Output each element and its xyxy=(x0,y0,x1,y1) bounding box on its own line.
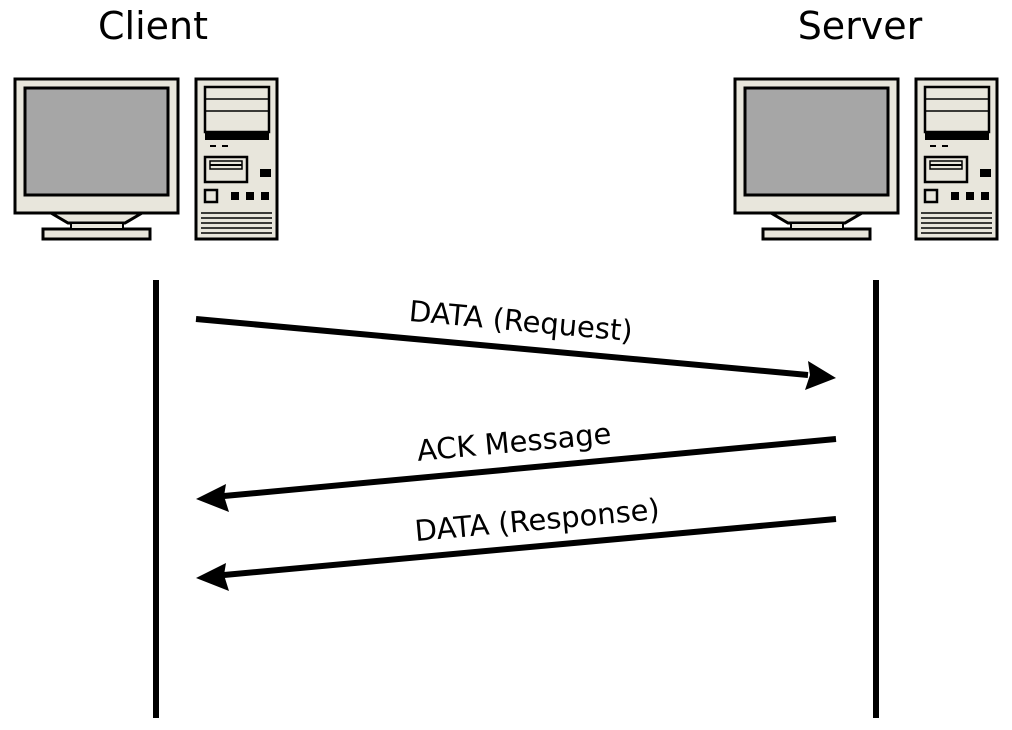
arrowhead-left-icon xyxy=(196,484,229,512)
message-ack: ACK Message xyxy=(196,416,837,512)
message-request: DATA (Request) xyxy=(195,294,836,390)
request-arrow-line xyxy=(195,316,809,378)
desktop-computer-icon xyxy=(733,77,999,241)
server-node: Server xyxy=(733,4,999,718)
server-label: Server xyxy=(798,4,923,48)
client-label: Client xyxy=(98,4,208,48)
response-arrow-line xyxy=(223,516,837,578)
desktop-computer-icon xyxy=(13,77,279,241)
message-response: DATA (Response) xyxy=(196,492,837,591)
arrowhead-left-icon xyxy=(196,563,229,591)
ack-arrow-line xyxy=(223,436,837,499)
arrowhead-right-icon xyxy=(805,361,836,390)
client-node: Client xyxy=(13,4,279,718)
